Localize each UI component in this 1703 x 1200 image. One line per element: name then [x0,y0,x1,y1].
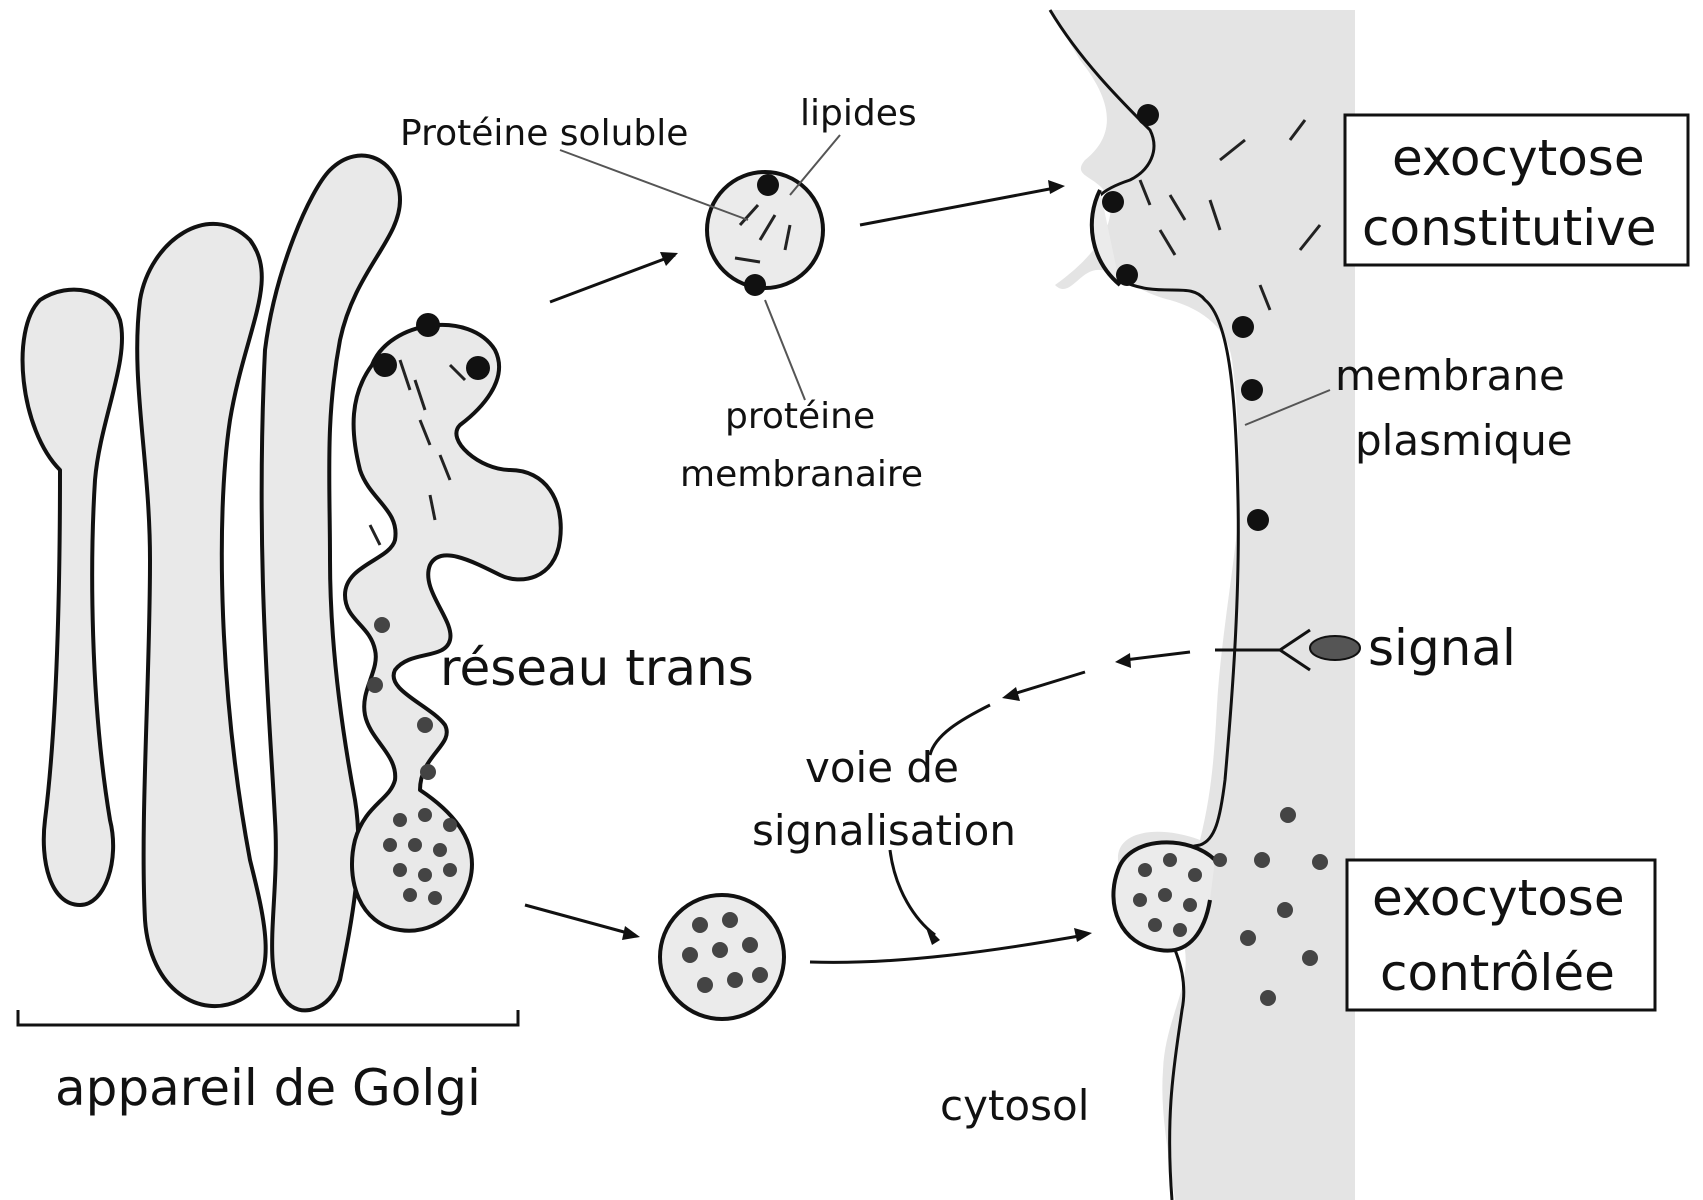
secretory-granule [660,895,784,1019]
leader-proteine-membranaire [765,300,805,400]
label-proteine-membranaire-2: membranaire [680,454,923,495]
label-voie-de: voie de [805,743,959,792]
label-exocytose-controlee-1: exocytose [1372,869,1625,927]
label-membrane-plasmique-2: plasmique [1355,416,1573,465]
label-exocytose-controlee-2: contrôlée [1380,944,1615,1002]
label-reseau-trans: réseau trans [440,639,754,697]
label-proteine-soluble: Protéine soluble [400,113,688,154]
extracellular-space [1050,10,1355,1200]
label-signal: signal [1368,619,1516,677]
transport-vesicle-constitutive [707,172,823,296]
label-signalisation: signalisation [752,806,1016,855]
leader-lipides [790,135,840,195]
label-membrane-plasmique-1: membrane [1335,351,1565,400]
label-exocytose-constitutive-1: exocytose [1392,129,1645,187]
label-cytosol: cytosol [940,1081,1089,1130]
signal-molecule-icon [1310,636,1360,660]
label-lipides: lipides [800,93,917,134]
label-proteine-membranaire-1: protéine [725,396,875,437]
leader-proteine-soluble [560,150,748,220]
label-appareil-golgi: appareil de Golgi [55,1059,481,1117]
golgi-apparatus [23,156,561,1011]
golgi-bracket [18,1010,518,1025]
label-exocytose-constitutive-2: constitutive [1362,199,1656,257]
